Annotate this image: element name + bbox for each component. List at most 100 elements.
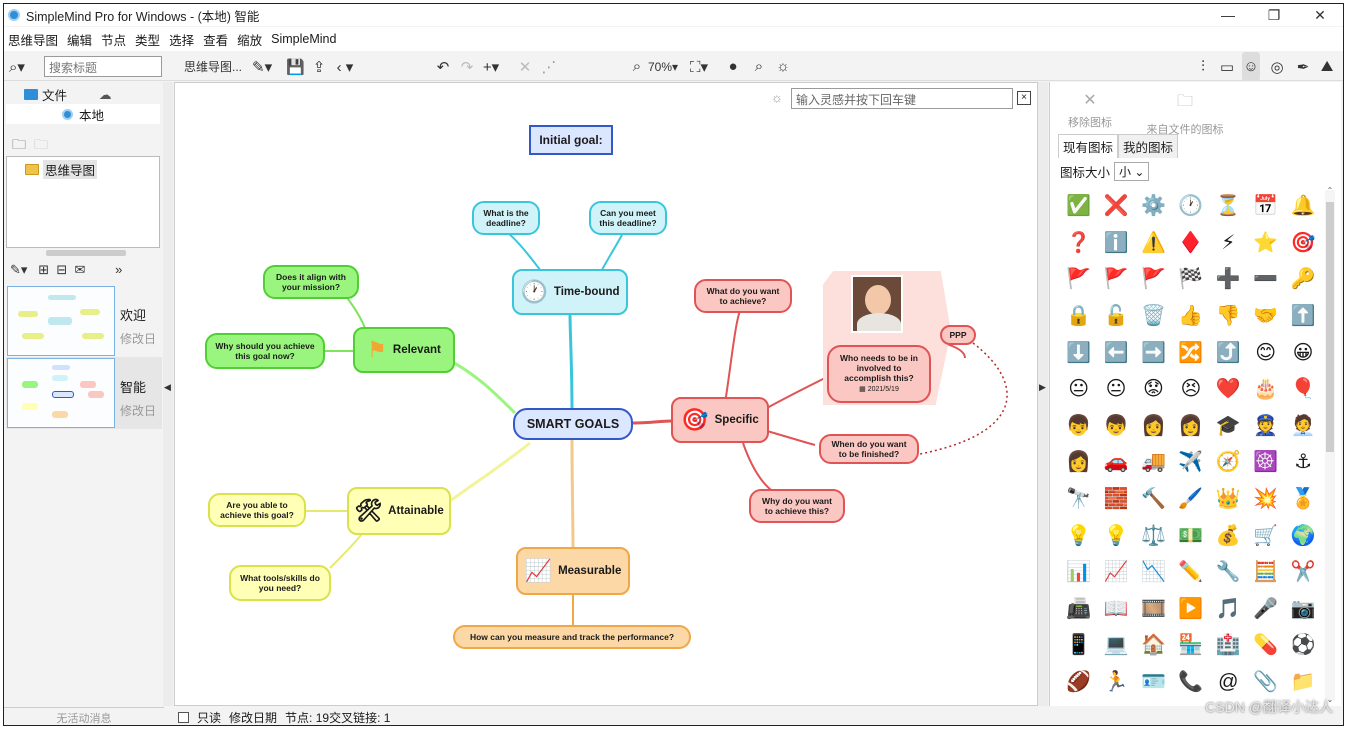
icon-choice[interactable]: 📖 bbox=[1103, 597, 1129, 620]
right-collapse-strip[interactable]: ▶ bbox=[1038, 82, 1048, 706]
node-initial-goal[interactable]: Initial goal: bbox=[529, 125, 613, 155]
mail-icon[interactable]: ✉ bbox=[74, 262, 86, 277]
node-smart-goals[interactable]: SMART GOALS bbox=[513, 408, 633, 440]
minimize-button[interactable]: — bbox=[1221, 7, 1235, 23]
icon-choice[interactable]: 📅 bbox=[1253, 195, 1279, 218]
redo-icon[interactable]: ↷ bbox=[460, 58, 474, 76]
icon-choice[interactable]: 🚩 bbox=[1141, 268, 1166, 291]
close-button[interactable]: ✕ bbox=[1314, 6, 1326, 23]
left-collapse-strip[interactable]: ◀ bbox=[163, 82, 173, 706]
image-icon[interactable]: ⛰ bbox=[1320, 58, 1334, 75]
node-mission[interactable]: Does it align with your mission? bbox=[263, 265, 359, 299]
icon-choice[interactable]: ✅ bbox=[1066, 195, 1092, 218]
icon-choice[interactable]: 💻 bbox=[1103, 634, 1129, 657]
icon-choice[interactable]: 🏥 bbox=[1215, 634, 1241, 657]
notes-icon[interactable]: ▭ bbox=[1219, 58, 1235, 76]
outline-icon[interactable]: ⫶ bbox=[1201, 58, 1205, 75]
node-attainable[interactable]: 🛠Attainable bbox=[347, 487, 451, 535]
node-who[interactable]: Who needs to be in involved to accomplis… bbox=[827, 345, 931, 403]
icon-size-select[interactable]: 小 ⌄ bbox=[1114, 162, 1150, 181]
icon-choice[interactable]: 🧭 bbox=[1215, 451, 1241, 474]
menu-zoom[interactable]: 缩放 bbox=[237, 33, 263, 48]
icon-choice[interactable]: 🔨 bbox=[1141, 488, 1166, 511]
icon-choice[interactable]: 📞 bbox=[1178, 671, 1204, 694]
icon-choice[interactable]: 👩 bbox=[1178, 414, 1204, 437]
icon-choice[interactable]: 📱 bbox=[1066, 634, 1092, 657]
icon-choice[interactable]: 💊 bbox=[1253, 634, 1279, 657]
icon-choice[interactable]: 👎 bbox=[1215, 305, 1241, 328]
icon-choice[interactable]: 💰 bbox=[1215, 524, 1241, 547]
icon-choice[interactable]: 🚚 bbox=[1141, 451, 1166, 474]
icon-choice[interactable]: 🎞️ bbox=[1141, 597, 1166, 620]
node-time-bound[interactable]: 🕐Time-bound bbox=[512, 269, 628, 315]
tab-my-icons[interactable]: 我的图标 bbox=[1118, 134, 1179, 158]
icon-choice[interactable]: 🎓 bbox=[1215, 414, 1241, 437]
icon-choice[interactable]: 🖌️ bbox=[1178, 488, 1204, 511]
remove-icon-button[interactable]: ✕移除图标 bbox=[1050, 82, 1130, 132]
mindmap-menu-button[interactable]: 思维导图... bbox=[184, 60, 243, 74]
scroll-up-icon[interactable]: ⌃ bbox=[1326, 186, 1334, 195]
scrollbar-thumb[interactable] bbox=[1326, 202, 1334, 452]
menu-type[interactable]: 类型 bbox=[135, 33, 161, 48]
icon-choice[interactable]: ❤️ bbox=[1215, 378, 1241, 401]
node-meet-deadline[interactable]: Can you meet this deadline? bbox=[589, 201, 667, 235]
share-icon[interactable]: ⇪ bbox=[312, 58, 326, 76]
icon-choice[interactable]: 🌍 bbox=[1290, 524, 1316, 547]
icon-choice[interactable]: 🔭 bbox=[1066, 488, 1092, 511]
cloud-icon[interactable]: ☁ bbox=[99, 87, 112, 102]
icon-choice[interactable]: 🎂 bbox=[1253, 378, 1279, 401]
relation-icon[interactable]: ⋰ bbox=[541, 58, 557, 76]
icon-choice[interactable]: 📷 bbox=[1290, 597, 1316, 620]
icon-choice[interactable]: 🎤 bbox=[1253, 597, 1279, 620]
zoom-icon[interactable]: ⌕ bbox=[632, 58, 642, 75]
back-icon[interactable]: ‹ ▾ bbox=[336, 58, 354, 76]
fit-screen-icon[interactable]: ⛶▾ bbox=[690, 58, 709, 76]
icon-choice[interactable]: 🏠 bbox=[1141, 634, 1166, 657]
scroll-down-icon[interactable]: ⌄ bbox=[1326, 695, 1334, 704]
more-icon[interactable]: » bbox=[115, 262, 123, 277]
icon-choice[interactable]: 🔀 bbox=[1178, 341, 1204, 364]
collapse-right-icon[interactable]: ▶ bbox=[1039, 382, 1046, 392]
icon-choice[interactable]: 📎 bbox=[1253, 671, 1279, 694]
zoom-level[interactable]: 70%▾ bbox=[648, 59, 679, 74]
node-able[interactable]: Are you able to achieve this goal? bbox=[208, 493, 306, 527]
icon-choice[interactable]: 😐 bbox=[1105, 378, 1127, 401]
icon-choice[interactable]: 😣 bbox=[1180, 378, 1202, 401]
icon-choice[interactable]: ⏳ bbox=[1215, 195, 1241, 218]
icon-choice[interactable]: 🏁 bbox=[1178, 268, 1204, 291]
node-ppp[interactable]: PPP bbox=[940, 325, 976, 345]
icon-choice[interactable]: 🔓 bbox=[1103, 305, 1129, 328]
icon-choice[interactable]: 📉 bbox=[1141, 561, 1166, 584]
icon-choice[interactable]: 🕐 bbox=[1178, 195, 1204, 218]
icon-choice[interactable]: 👩 bbox=[1141, 414, 1166, 437]
draw-icon[interactable]: ✒ bbox=[1296, 58, 1310, 76]
icon-choice[interactable]: ✈️ bbox=[1178, 451, 1204, 474]
icon-choice[interactable]: ✏️ bbox=[1178, 561, 1204, 584]
new-map-icon[interactable]: ✎▾ bbox=[10, 262, 28, 277]
icon-choice[interactable]: ▶️ bbox=[1178, 597, 1204, 620]
icon-choice[interactable]: 😐 bbox=[1068, 378, 1090, 401]
folder-item-mindmap[interactable]: 思维导图 bbox=[7, 159, 159, 179]
file-icon-button[interactable]: 🗀来自文件的图标 bbox=[1130, 82, 1240, 136]
icon-choice[interactable]: ☸️ bbox=[1253, 451, 1279, 474]
folder-options-icon[interactable]: 🗀 bbox=[34, 136, 48, 152]
icon-choice[interactable]: 🗑️ bbox=[1141, 305, 1166, 328]
node-achieve[interactable]: What do you want to achieve? bbox=[694, 279, 792, 313]
icon-choice[interactable]: ⬆️ bbox=[1290, 305, 1316, 328]
focus-icon[interactable]: ● bbox=[728, 58, 738, 75]
icon-choice[interactable]: 🚩 bbox=[1066, 268, 1092, 291]
icon-choice[interactable]: 💡 bbox=[1103, 524, 1129, 547]
inspire-close-icon[interactable]: × bbox=[1017, 91, 1031, 105]
map-thumbnail-smart[interactable]: 智能 修改日 bbox=[6, 357, 162, 429]
collapse-left-icon[interactable]: ◀ bbox=[164, 382, 171, 392]
add-node-icon[interactable]: +▾ bbox=[482, 58, 500, 76]
icon-choice[interactable]: ⚽ bbox=[1290, 634, 1316, 657]
edit-icon[interactable]: ✎▾ bbox=[252, 58, 273, 76]
delete-icon[interactable]: ✕ bbox=[518, 58, 532, 76]
menu-mindmap[interactable]: 思维导图 bbox=[8, 33, 59, 48]
maximize-button[interactable]: ❐ bbox=[1267, 6, 1281, 23]
idea-icon[interactable]: ☼ bbox=[776, 58, 790, 75]
export-icon[interactable]: ⊟ bbox=[56, 262, 68, 277]
icon-choice[interactable]: ❌ bbox=[1103, 195, 1129, 218]
readonly-checkbox[interactable] bbox=[178, 711, 189, 723]
